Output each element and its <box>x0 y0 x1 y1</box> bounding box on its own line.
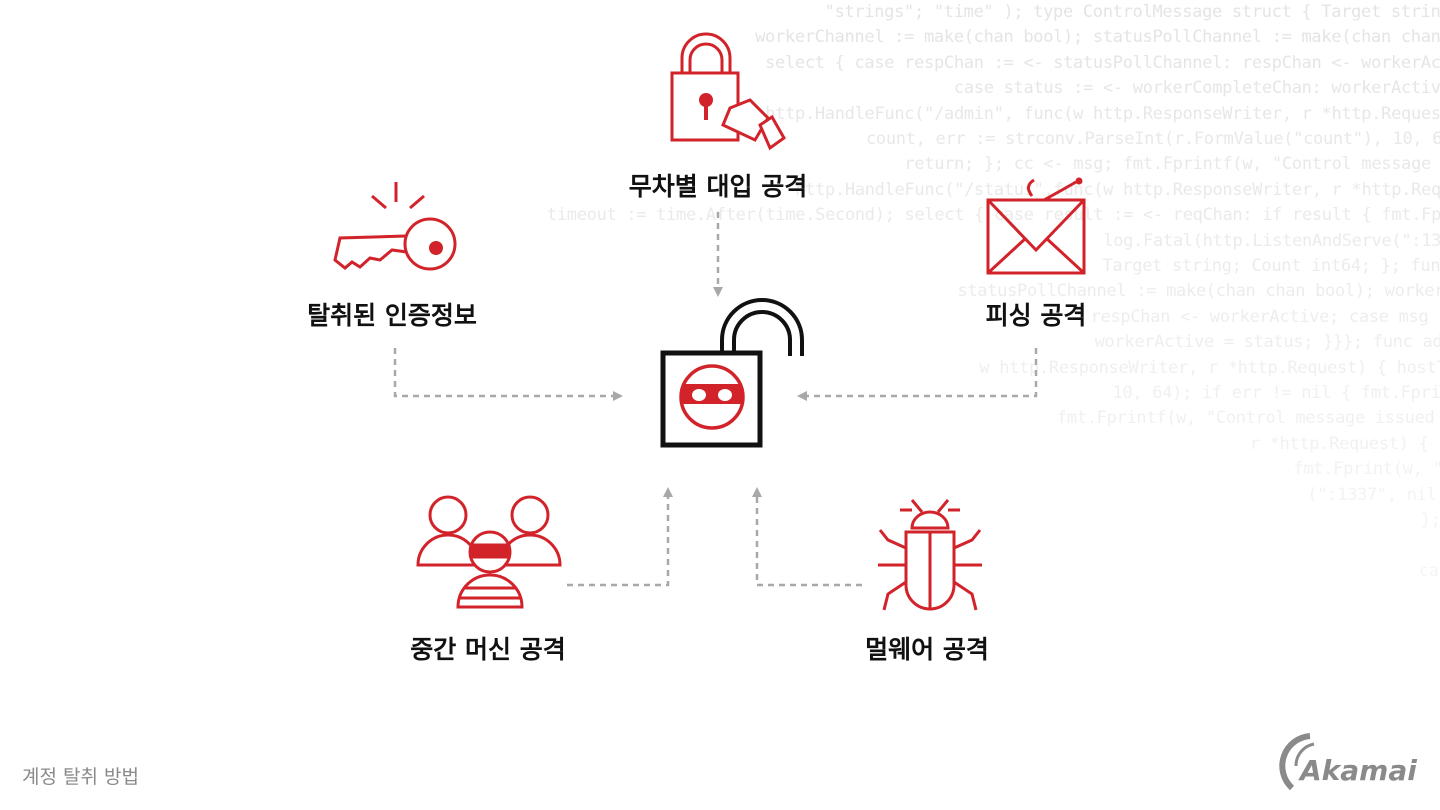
code-line: (":1337", nil)); };pa <box>1307 484 1440 505</box>
code-line: fmt.Fprintf(w, "Control message issued f… <box>1056 408 1440 429</box>
code-line: statusPollChannel := make(chan chan bool… <box>957 281 1440 302</box>
code-line: "strings"; "time" ); type ControlMessage… <box>824 2 1440 22</box>
code-line: workerChannel := make(chan bool); status… <box>755 27 1440 48</box>
akamai-logo: Akamai <box>1270 730 1430 794</box>
code-line: Target string; Count int64; }; func ma <box>1102 256 1440 276</box>
code-line: 10, 64); if err != nil { fmt.Fprintf(w, <box>1112 383 1440 403</box>
label-malware: 멀웨어 공격 <box>865 635 989 664</box>
code-line: timeout := time.After(time.Second); sele… <box>546 205 1440 226</box>
code-line: http.HandleFunc("/admin", func(w http.Re… <box>765 103 1440 124</box>
arrow-mitm <box>567 487 673 587</box>
label-stolen-credentials: 탈취된 인증정보 <box>307 301 477 330</box>
arrow-malware <box>752 487 862 587</box>
label-phishing: 피싱 공격 <box>985 301 1087 330</box>
code-line: case msg := <box>1418 560 1440 581</box>
code-line: return; }; cc <- msg; fmt.Fprintf(w, "Co… <box>904 154 1440 175</box>
malware-bug-icon <box>878 499 982 611</box>
compromised-lock-icon <box>660 298 804 448</box>
code-line: count, err := strconv.ParseInt(r.FormVal… <box>865 129 1440 149</box>
man-in-the-middle-icon <box>416 495 562 609</box>
code-line: fmt.Fprint(w, "ACTIVE" <box>1293 459 1440 480</box>
label-man-in-the-middle: 중간 머신 공격 <box>410 635 566 664</box>
code-line: }; func ma <box>1420 510 1440 530</box>
code-line: select { case respChan := <- statusPollC… <box>765 52 1440 73</box>
code-line: respChan <- workerActive; case msg := <- <box>1090 306 1440 327</box>
code-line: case status := <- workerCompleteChan: wo… <box>953 78 1440 99</box>
slide-caption: 계정 탈취 방법 <box>22 766 139 788</box>
label-brute-force: 무차별 대입 공격 <box>628 172 808 201</box>
phishing-envelope-icon <box>986 177 1086 275</box>
code-line: workerActive = status; }}}; func admin(c <box>1094 332 1440 353</box>
stolen-key-icon <box>333 182 457 271</box>
arrow-stolen-credentials <box>393 348 623 401</box>
code-line: http.HandleFunc("/status",func(w http.Re… <box>795 179 1440 200</box>
brute-force-lock-icon <box>670 32 786 151</box>
code-line: log.Fatal(http.ListenAndServe(":1337", n… <box>1103 230 1440 251</box>
code-line: w http.ResponseWriter, r *http.Request) … <box>979 357 1440 378</box>
akamai-wave-icon <box>1279 733 1315 791</box>
code-line: r *http.Request) { reqChan <box>1249 433 1440 454</box>
arrow-phishing <box>797 348 1038 401</box>
